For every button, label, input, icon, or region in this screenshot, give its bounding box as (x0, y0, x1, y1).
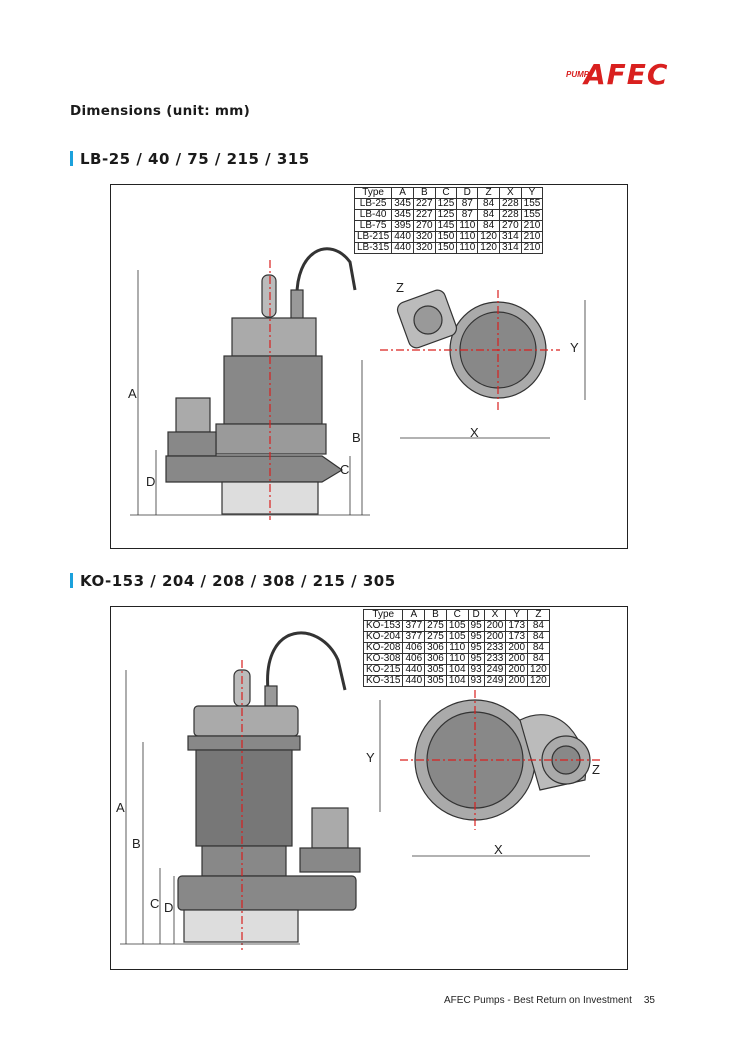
title-accent-bar (70, 573, 73, 588)
lb-label-d: D (146, 474, 155, 489)
ko-label-d: D (164, 900, 173, 915)
table-cell: 93 (467, 675, 485, 687)
table-cell: 110 (456, 242, 479, 254)
lb-label-c: C (340, 462, 349, 477)
section-title-lb: LB-25 / 40 / 75 / 215 / 315 (70, 150, 310, 168)
ko-label-y: Y (366, 750, 375, 765)
lb-label-b: B (352, 430, 361, 445)
table-cell: 200 (505, 675, 529, 687)
table-cell: 95 (467, 631, 485, 643)
section-title-lb-text: LB-25 / 40 / 75 / 215 / 315 (80, 150, 310, 168)
table-cell: 320 (412, 242, 436, 254)
page-footer: AFEC Pumps - Best Return on Investment 35 (444, 995, 655, 1006)
ko-label-x: X (494, 842, 503, 857)
title-accent-bar (70, 151, 73, 166)
table-cell: 210 (520, 220, 544, 232)
table-cell: 210 (520, 242, 544, 254)
page-heading: Dimensions (unit: mm) (70, 103, 251, 119)
footer-text: AFEC Pumps - Best Return on Investment (444, 995, 632, 1006)
table-cell: 249 (483, 675, 507, 687)
table-cell: 104 (445, 675, 469, 687)
lb-label-x: X (470, 425, 479, 440)
ko-label-b: B (132, 836, 141, 851)
table-cell: LB-315 (353, 242, 393, 254)
table-cell: KO-315 (362, 675, 404, 687)
ko-label-c: C (150, 896, 159, 911)
logo-word: AFEC (584, 58, 669, 91)
ko-label-a: A (116, 800, 125, 815)
afec-logo: PUMP AFEC (562, 60, 670, 94)
lb-label-y: Y (570, 340, 579, 355)
lb-label-z: Z (396, 280, 404, 295)
section-title-ko-text: KO-153 / 204 / 208 / 308 / 215 / 305 (80, 572, 396, 590)
logo-sub: PUMP (566, 70, 590, 79)
lb-label-a: A (128, 386, 137, 401)
table-cell: 120 (527, 675, 550, 687)
page-number: 35 (643, 995, 655, 1006)
ko-label-z: Z (592, 762, 600, 777)
section-title-ko: KO-153 / 204 / 208 / 308 / 215 / 305 (70, 572, 396, 590)
